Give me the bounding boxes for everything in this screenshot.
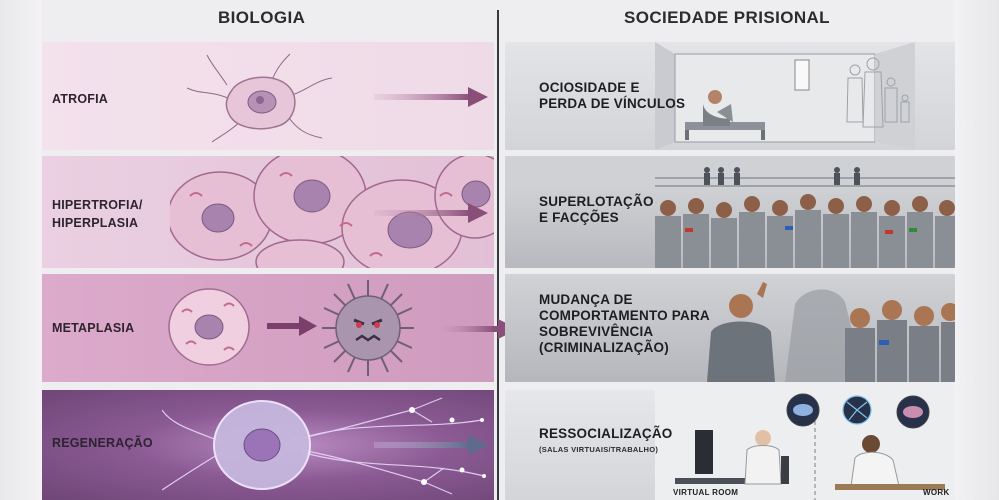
cell-room-illustration [655,42,915,150]
left-margin [0,0,42,500]
cell-icon [168,288,250,366]
brain-icon [786,393,930,429]
atrophic-cell-icon [186,53,333,143]
caption-virtual-room: VIRTUAL ROOM [673,488,739,497]
bio-label-hipertrofia: HIPERTROFIA/ HIPERPLASIA [52,198,143,230]
arrow-icon [374,203,488,223]
gang-illustration [707,282,955,382]
arrow-icon [440,326,494,332]
caption-work: WORK [923,488,950,497]
crowded-yard-illustration [505,156,955,268]
social-text-mudanca: MUDANÇA DE COMPORTAMENTO PARA SOBREVIVÊN… [539,292,710,355]
family-silhouette-icon [846,57,910,128]
scene-behavior-change: MUDANÇA DE COMPORTAMENTO PARA SOBREVIVÊN… [505,274,955,382]
arrow-icon [267,316,317,336]
computer-monitor-icon [675,430,745,484]
enlarged-cells-icon [170,156,494,268]
right-column-title: SOCIEDADE PRISIONAL [624,8,830,27]
right-margin [954,0,999,500]
scene-resocialization: RESSOCIALIZAÇÃO (SALAS VIRTUAIS/TRABALHO… [505,390,955,500]
prisoner-crowd-icon [655,194,955,268]
bio-label-regeneracao: REGENERAÇÃO [52,436,153,450]
social-text-ressocializacao: RESSOCIALIZAÇÃO (SALAS VIRTUAIS/TRABALHO… [539,426,673,454]
arrow-icon [374,435,488,455]
band-hipertrofia: HIPERTROFIA/ HIPERPLASIA [42,156,494,268]
bio-label-metaplasia: METAPLASIA [52,321,135,335]
worker-figure-icon [835,435,945,490]
network-icon [842,395,872,425]
scene-isolation: OCIOSIDADE E PERDA DE VÍNCULOS [505,42,955,150]
bio-label-atrofia: ATROFIA [52,92,109,106]
left-column-title: BIOLOGIA [218,8,306,27]
column-divider [497,10,499,500]
band-regeneracao: REGENERAÇÃO [42,390,494,500]
scene-overcrowding: SUPERLOTAÇÃO E FACÇÕES [505,156,955,268]
band-metaplasia: METAPLASIA [42,274,494,382]
classroom-workshop-illustration [655,390,955,500]
student-figure-icon [744,430,789,485]
neuron-icon [162,397,486,495]
social-text-ociosidade: OCIOSIDADE E PERDA DE VÍNCULOS [539,80,686,111]
speaking-prisoner-icon [707,282,775,382]
social-text-superlotacao: SUPERLOTAÇÃO E FACÇÕES [539,194,654,225]
band-atrofia: ATROFIA [42,42,494,150]
arrow-icon [374,87,488,107]
seated-prisoner-icon [703,90,733,126]
guard-figure-icon [704,167,860,185]
virus-cell-icon [322,280,414,376]
